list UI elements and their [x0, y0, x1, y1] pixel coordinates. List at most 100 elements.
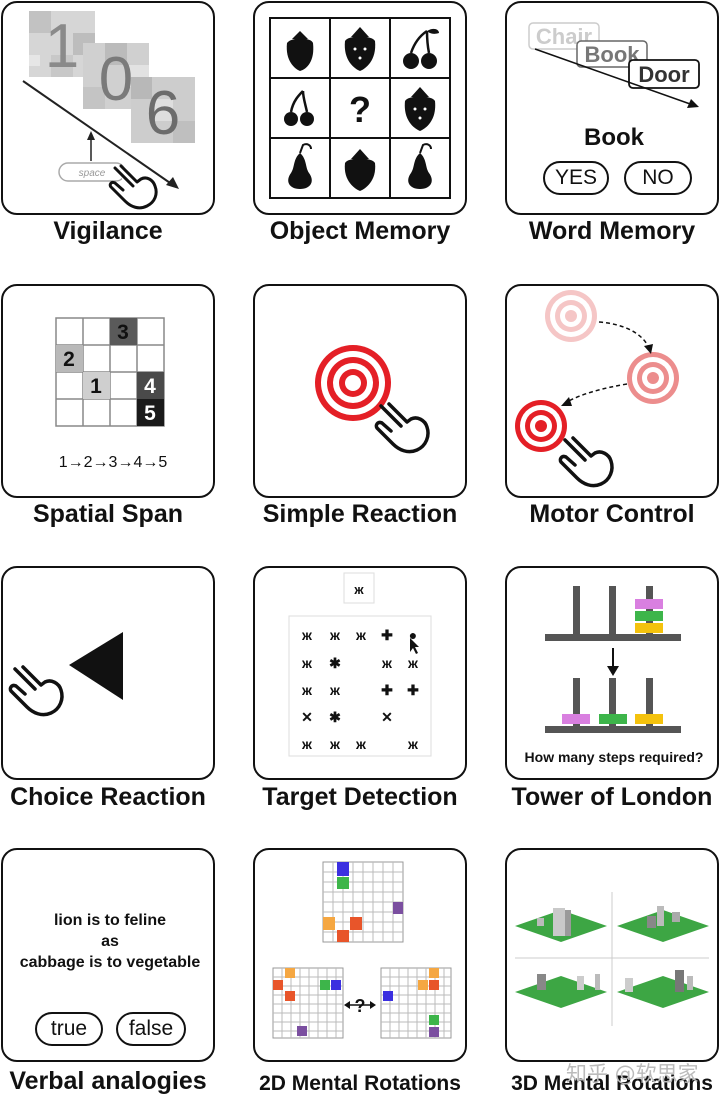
start-tower — [545, 678, 681, 733]
span-sequence: 1→2→3→4→5 — [59, 454, 168, 471]
true-button-label: true — [50, 1017, 88, 1040]
mental-rotation-2d-card[interactable]: ? — [253, 848, 467, 1062]
vigilance-title: Vigilance — [53, 217, 163, 245]
yellow-disc — [635, 714, 663, 724]
word-card-2 — [576, 40, 648, 68]
span-number-1: 1 — [90, 375, 102, 398]
object-memory-grid: ? — [269, 17, 451, 199]
tower-of-london-card[interactable]: How many steps required? — [505, 566, 719, 780]
svg-text:✱: ✱ — [329, 655, 341, 671]
svg-text:ж: ж — [329, 682, 341, 698]
purple-disc — [562, 714, 590, 724]
word-memory-card[interactable]: Chair Book Door Book YES NO — [505, 1, 719, 215]
vigilance-digit-3: 6 — [146, 79, 180, 148]
svg-text:ж: ж — [381, 655, 393, 671]
motor-control-illustration — [515, 290, 679, 488]
svg-text:ж: ж — [407, 655, 419, 671]
object-memory-card[interactable]: ? — [253, 1, 467, 215]
pear-icon — [288, 143, 312, 189]
compare-symbol: ? — [355, 996, 366, 1016]
false-button[interactable]: false — [116, 1012, 186, 1046]
spatial-span-title: Spatial Span — [32, 500, 184, 528]
word-card-3 — [628, 59, 700, 89]
span-cell-2 — [56, 345, 83, 372]
false-button-label: false — [128, 1017, 174, 1040]
left-pointing-triangle — [69, 632, 123, 700]
span-cell-1 — [83, 372, 110, 399]
tower-of-london-illustration: How many steps required? — [525, 586, 704, 765]
mental-rotation-2d-title: 2D Mental Rotations — [259, 1072, 461, 1095]
mental-rotation-3d-title: 3D Mental Rotations — [511, 1072, 713, 1095]
tower-of-london-title: Tower of London — [511, 783, 713, 811]
svg-text:✚: ✚ — [381, 627, 393, 643]
strawberry-icon — [404, 87, 436, 131]
strawberry-icon — [344, 149, 376, 191]
word-sequence-arrow — [534, 48, 694, 106]
simple-reaction-title: Simple Reaction — [262, 500, 458, 528]
span-cell-3 — [110, 318, 137, 345]
spatial-span-card[interactable]: 3 2 1 4 5 1→2→3→4→5 — [1, 284, 215, 498]
pointing-hand-icon — [8, 665, 64, 717]
unknown-object-symbol: ? — [349, 89, 371, 130]
pointing-hand-icon — [374, 402, 430, 454]
svg-text:✕: ✕ — [301, 709, 313, 725]
svg-text:ж: ж — [329, 627, 341, 643]
pear-icon — [408, 143, 432, 189]
path-arrow-2 — [566, 383, 628, 403]
svg-text:ж: ж — [301, 627, 313, 643]
svg-text:✕: ✕ — [381, 709, 393, 725]
choice-reaction-card[interactable] — [1, 566, 215, 780]
purple-disc — [635, 599, 663, 609]
cherry-icon — [284, 90, 314, 126]
span-cell-4 — [137, 372, 164, 399]
mental-rotation-3d-illustration — [515, 892, 709, 1026]
comparison-grid-left — [272, 967, 344, 1039]
vigilance-digit-1: 1 — [45, 12, 79, 81]
no-button[interactable]: NO — [624, 161, 692, 195]
goal-tower — [545, 586, 681, 641]
svg-text:ж: ж — [407, 736, 419, 752]
svg-text:ж: ж — [355, 627, 367, 643]
yellow-disc — [635, 623, 663, 633]
target-icon — [515, 400, 567, 452]
time-arrow — [22, 80, 174, 186]
svg-text:✱: ✱ — [329, 709, 341, 725]
analogy-line-2: as — [101, 933, 119, 950]
pointing-hand-icon — [108, 164, 158, 210]
svg-text:ж: ж — [329, 736, 341, 752]
motor-control-card[interactable] — [505, 284, 719, 498]
target-icon — [315, 345, 391, 421]
mental-rotation-3d-card[interactable] — [505, 848, 719, 1062]
yes-button[interactable]: YES — [543, 161, 609, 195]
no-button-label: NO — [642, 166, 674, 189]
vigilance-card[interactable]: 1 0 6 space — [1, 1, 215, 215]
svg-text:✚: ✚ — [381, 682, 393, 698]
time-arrowhead — [166, 177, 179, 189]
isometric-scene — [617, 906, 709, 942]
verbal-analogies-card[interactable]: lion is to feline as cabbage is to veget… — [1, 848, 215, 1062]
watermark: 知乎 @软思家 — [566, 1062, 699, 1086]
mental-rotation-2d-illustration: ? — [272, 861, 452, 1039]
mouse-cursor-icon — [410, 638, 419, 654]
analogy-line-3: cabbage is to vegetable — [20, 954, 201, 971]
simple-reaction-card[interactable] — [253, 284, 467, 498]
vigilance-illustration: 1 0 6 space — [22, 11, 195, 210]
true-button[interactable]: true — [35, 1012, 103, 1046]
svg-text:✚: ✚ — [407, 682, 419, 698]
span-cell-5 — [137, 399, 164, 426]
target-icon-medium — [627, 352, 679, 404]
target-symbol-box — [343, 572, 375, 604]
word-memory-title: Word Memory — [528, 217, 696, 245]
svg-text:ж: ж — [355, 736, 367, 752]
span-number-3: 3 — [117, 321, 129, 344]
probe-word: Book — [584, 124, 645, 151]
pixel-digit-tile-3 — [131, 77, 195, 143]
isometric-scene — [515, 974, 607, 1008]
cherry-icon — [403, 28, 439, 69]
motor-control-title: Motor Control — [529, 500, 695, 528]
tower-question: How many steps required? — [525, 749, 704, 765]
object-memory-title: Object Memory — [269, 217, 451, 245]
yes-button-label: YES — [554, 166, 598, 189]
